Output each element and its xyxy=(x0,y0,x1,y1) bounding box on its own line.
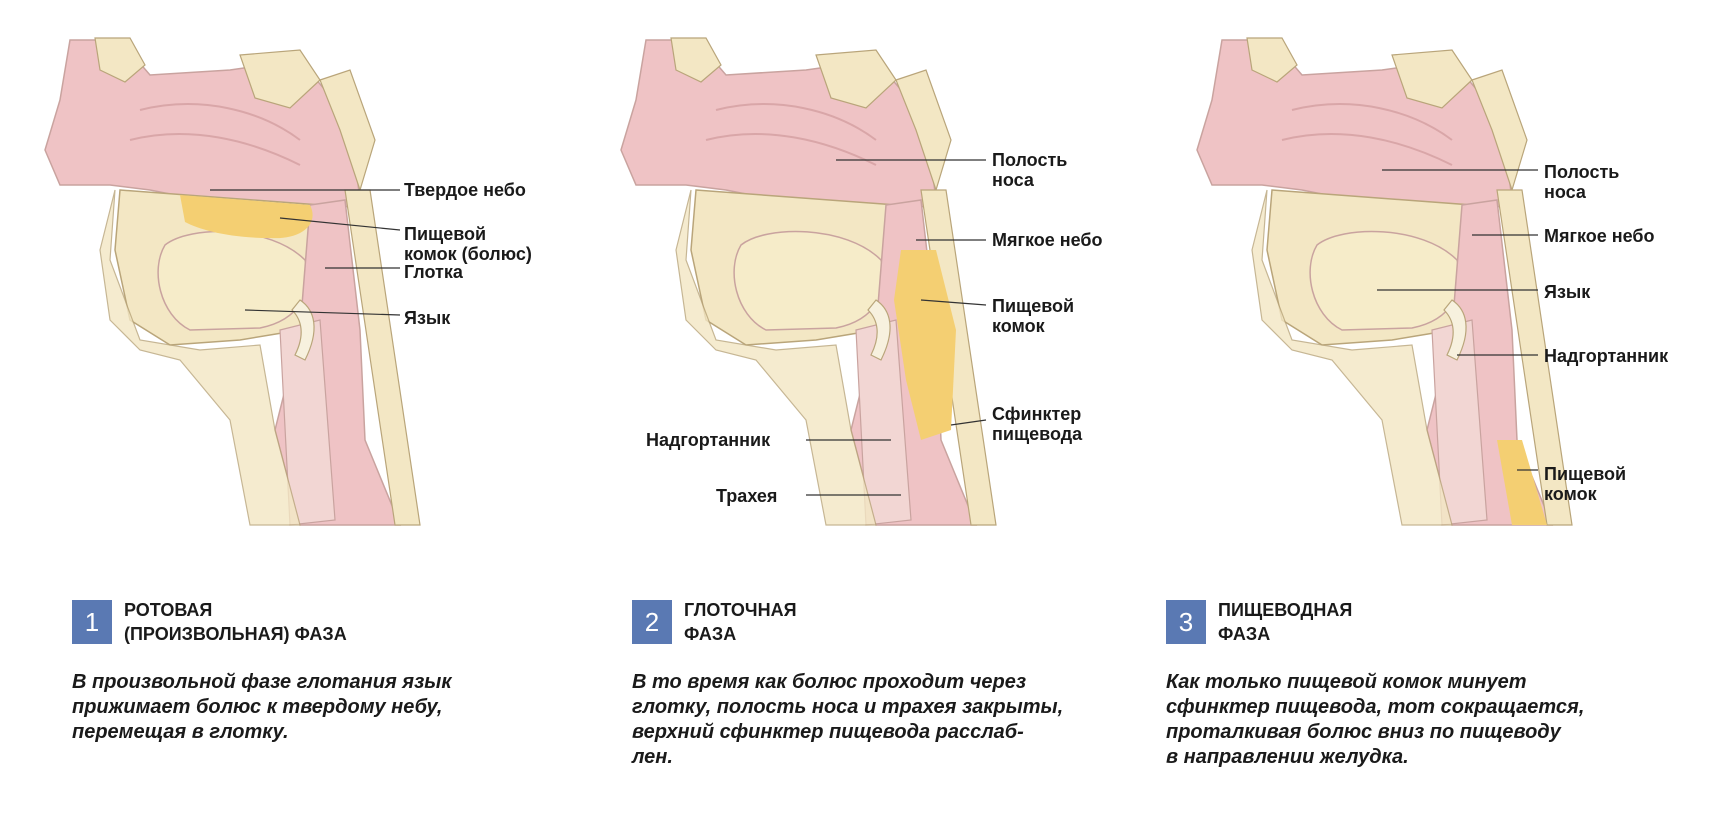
phase-title: ПИЩЕВОДНАЯ ФАЗА xyxy=(1218,600,1353,644)
label-bolus: Пищевой комок xyxy=(992,296,1075,336)
label-hard-palate: Твердое небо xyxy=(404,180,526,200)
label-epiglottis: Надгортанник xyxy=(1544,346,1669,366)
phase-number-badge: 2 xyxy=(632,600,672,644)
label-trachea: Трахея xyxy=(716,486,778,506)
label-nasal-cavity: Полость носа xyxy=(1544,162,1620,202)
label-tongue: Язык xyxy=(404,308,451,328)
panel-esophageal-phase: Полость носа Мягкое небо Язык Надгортанн… xyxy=(1152,0,1728,820)
bolus-shape xyxy=(894,250,956,440)
label-sphincter: Сфинктер пищевода xyxy=(992,404,1083,444)
phase-number-badge: 3 xyxy=(1166,600,1206,644)
leader-lines xyxy=(210,189,401,316)
label-tongue: Язык xyxy=(1544,282,1591,302)
phase-description: В произвольной фазе глотания язык прижим… xyxy=(72,671,452,743)
phase-description: Как только пищевой комок минует сфинктер… xyxy=(1166,671,1585,768)
label-epiglottis: Надгортанник xyxy=(646,430,771,450)
label-soft-palate: Мягкое небо xyxy=(1544,226,1655,246)
label-bolus: Пищевой комок xyxy=(1544,464,1627,504)
anatomy-illustration-3 xyxy=(1196,37,1573,526)
bolus-shape xyxy=(1497,440,1547,525)
label-pharynx: Глотка xyxy=(404,262,463,282)
label-nasal-cavity: Полость носа xyxy=(992,150,1068,190)
label-bolus: Пищевой комок (болюс) xyxy=(404,224,532,264)
phase-title: РОТОВАЯ (ПРОИЗВОЛЬНАЯ) ФАЗА xyxy=(124,600,347,644)
anatomy-illustration-2 xyxy=(620,37,997,526)
phase-description: В то время как болюс проходит через глот… xyxy=(632,671,1064,768)
label-soft-palate: Мягкое небо xyxy=(992,230,1103,250)
leader-lines xyxy=(806,159,987,496)
bolus-shape xyxy=(180,195,313,239)
anatomy-illustration-1 xyxy=(44,37,421,526)
phase-number-badge: 1 xyxy=(72,600,112,644)
panel-oral-phase: Твердое небо Пищевой комок (болюс) Глотк… xyxy=(0,0,576,820)
phase-title: ГЛОТОЧНАЯ ФАЗА xyxy=(684,600,797,644)
panel-pharyngeal-phase: Полость носа Мягкое небо Пищевой комок С… xyxy=(576,0,1152,820)
leader-lines xyxy=(1377,169,1538,471)
